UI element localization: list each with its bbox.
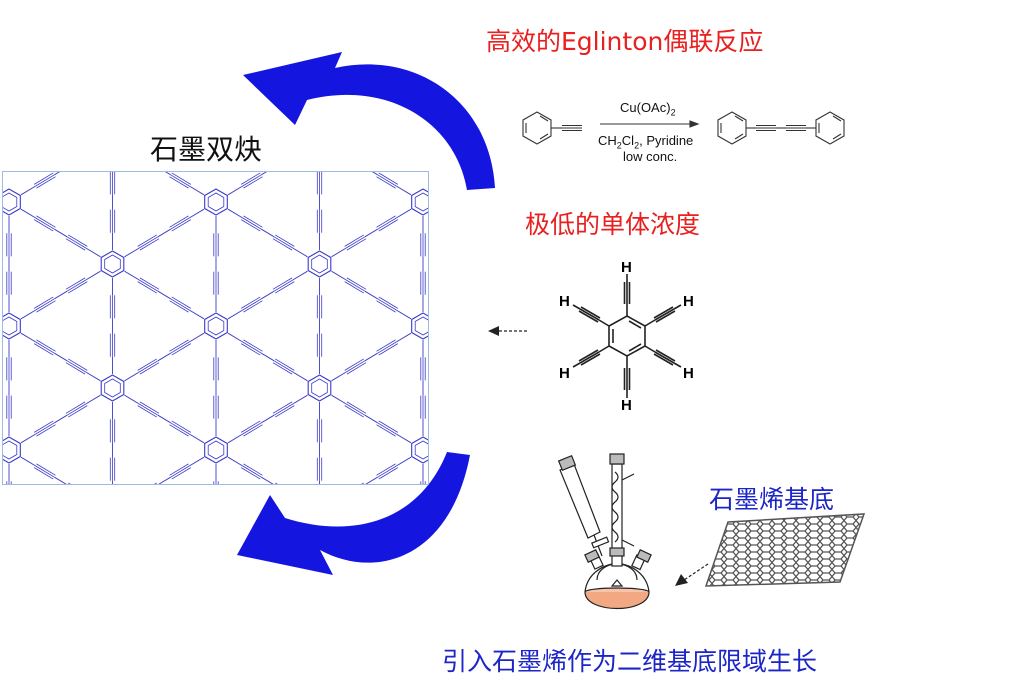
reaction-catalyst: Cu(OAc)2 <box>620 100 676 118</box>
top-curved-arrow <box>243 52 495 190</box>
reaction-scheme <box>522 111 845 145</box>
monomer-arrow <box>488 326 527 336</box>
cycle-arrows <box>237 52 495 575</box>
low-concentration-label: 极低的单体浓度 <box>525 210 701 239</box>
graphdiyne-lattice <box>3 172 428 484</box>
monomer-h-lower-left: H <box>559 365 570 382</box>
reaction-flask <box>557 453 652 609</box>
graphene-substrate-label: 石墨烯基底 <box>709 485 835 514</box>
graphdiyne-lattice-panel <box>2 171 429 485</box>
monomer-h-upper-right: H <box>683 293 694 310</box>
graphdiyne-label: 石墨双炔 <box>150 133 263 166</box>
reaction-title: 高效的Eglinton偶联反应 <box>486 27 764 56</box>
monomer-h-top: H <box>621 259 632 276</box>
reaction-solvent: CH2Cl2, Pyridine <box>598 133 694 151</box>
monomer-h-upper-left: H <box>559 293 570 310</box>
bottom-curved-arrow <box>237 452 470 575</box>
monomer-h-lower-right: H <box>683 365 694 382</box>
hexaethynylbenzene-monomer: H H H H H H <box>559 259 694 413</box>
bottom-caption: 引入石墨烯作为二维基底限域生长 <box>442 647 818 676</box>
monomer-h-bottom: H <box>621 397 632 413</box>
graphene-sheet <box>704 513 866 587</box>
reaction-condition: low conc. <box>623 149 678 164</box>
substrate-arrow <box>675 563 709 586</box>
